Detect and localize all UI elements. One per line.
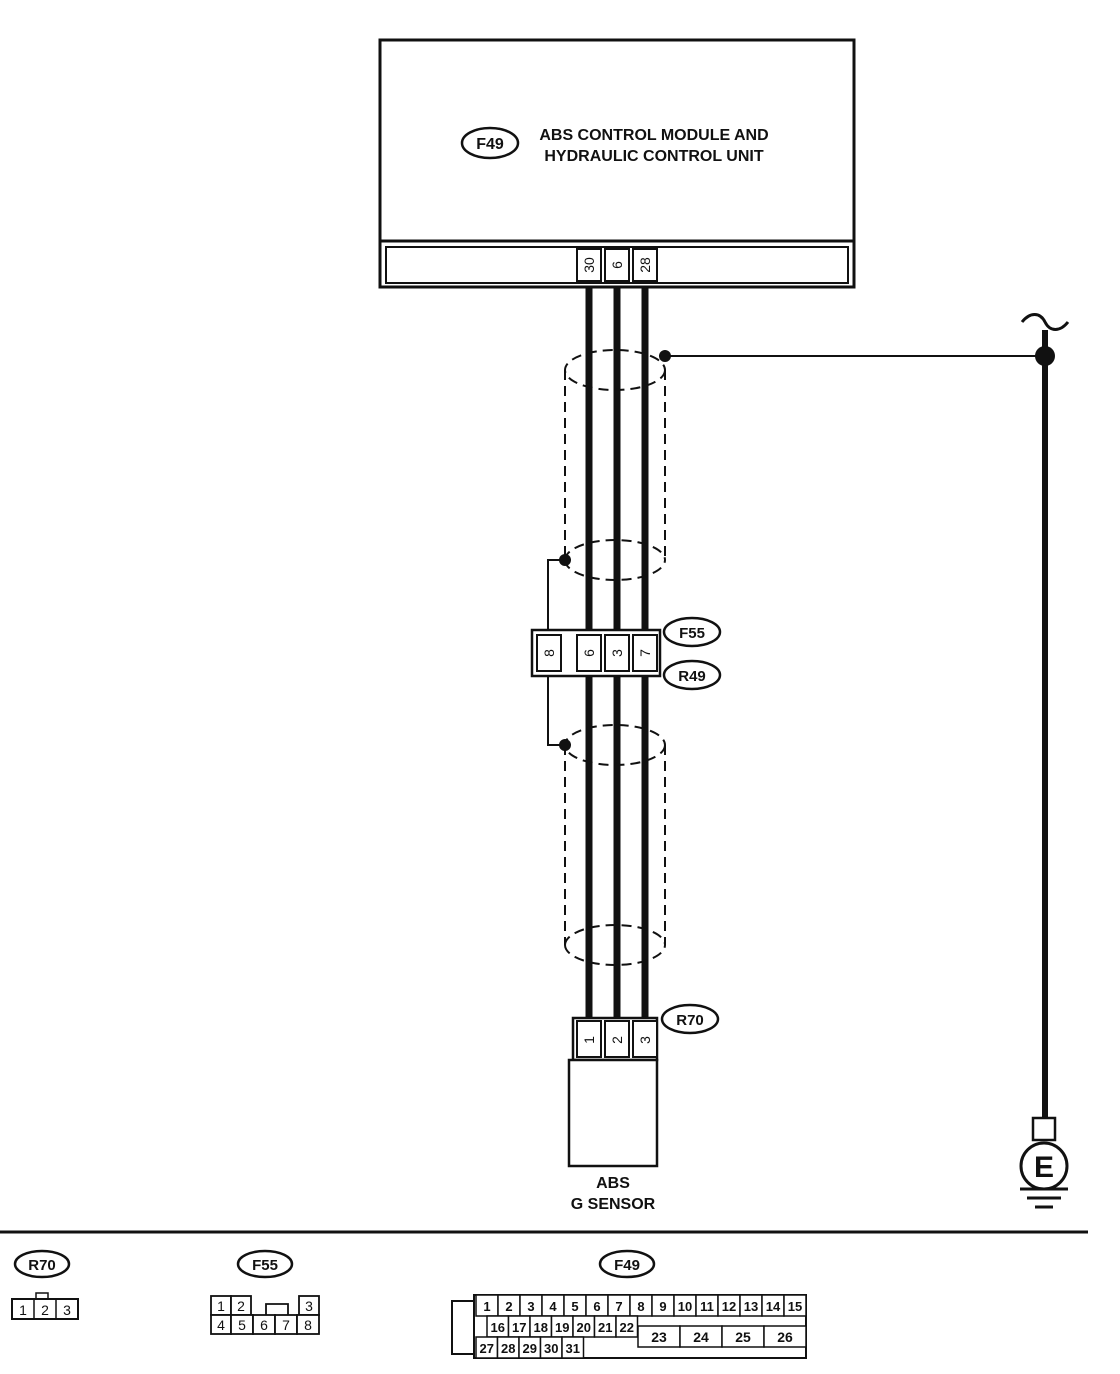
legend-f55-pin: 1	[217, 1298, 225, 1314]
legend-f49-pin: 1	[483, 1299, 490, 1314]
legend-f49-pin: 3	[527, 1299, 534, 1314]
r49-code: R49	[678, 668, 706, 685]
legend-f49-pin: 23	[651, 1329, 667, 1345]
shield-upper	[564, 349, 666, 581]
legend-f49-cell	[783, 1294, 807, 1317]
ground-label: E	[1034, 1151, 1054, 1184]
legend-f49-pin: 6	[593, 1299, 600, 1314]
legend-f49-pin: 7	[615, 1299, 622, 1314]
sensor-pin-2: 2	[609, 1036, 625, 1044]
legend-f49-cell	[561, 1336, 585, 1359]
module-code: F49	[476, 136, 504, 153]
legend-f49-pin: 11	[700, 1299, 714, 1314]
legend-r70: R70 1 2 3	[11, 1249, 79, 1320]
legend-f49-pin: 19	[555, 1320, 569, 1335]
legend-f49-pin: 10	[678, 1299, 692, 1314]
legend-f49-pin: 20	[577, 1320, 591, 1335]
legend-f49-pin: 31	[566, 1341, 580, 1356]
signal-wires	[585, 287, 649, 1018]
sensor-label-line2: G SENSOR	[571, 1196, 656, 1213]
legend-f49-pin: 24	[693, 1329, 709, 1345]
legend-f49-pin: 21	[598, 1320, 612, 1335]
legend-f49-pin: 14	[766, 1299, 781, 1314]
f55-code-badge: F55	[662, 616, 722, 648]
f55-pin-6: 6	[581, 649, 597, 657]
sensor-pin-1: 1	[581, 1036, 597, 1044]
sensor-label-line1: ABS	[596, 1175, 630, 1192]
legend-f49-pin: 15	[788, 1299, 802, 1314]
legend-f49-code: F49	[614, 1257, 640, 1274]
legend-f49-pin: 28	[501, 1341, 515, 1356]
legend-f49-pin: 18	[534, 1320, 548, 1335]
module-title-line1: ABS CONTROL MODULE AND	[539, 127, 768, 144]
legend-f55-pin: 3	[305, 1298, 313, 1314]
inline-connector: 8 6 3 7	[530, 628, 662, 678]
abs-g-sensor: 1 2 3 ABS G SENSOR	[567, 1016, 659, 1213]
legend-r70-code: R70	[28, 1257, 56, 1274]
ground-symbol: E	[1019, 1116, 1069, 1209]
legend-f49-pin: 13	[744, 1299, 758, 1314]
ground-wire-junction	[1035, 346, 1055, 366]
sensor-pin-3: 3	[637, 1036, 653, 1044]
legend-f49-pin: 29	[523, 1341, 537, 1356]
legend-f55-pin: 4	[217, 1317, 225, 1333]
legend-f49-pin: 4	[549, 1299, 557, 1314]
legend-f49-pin: 30	[544, 1341, 558, 1356]
legend-f55-code: F55	[252, 1257, 278, 1274]
legend-f49-pin: 26	[777, 1329, 793, 1345]
legend-f55: F55 1 2 3 4 5 6 7 8	[210, 1249, 320, 1335]
legend-r70-pin: 1	[19, 1302, 27, 1318]
legend-f49-pin: 27	[480, 1341, 494, 1356]
legend-f49-pin: 17	[512, 1320, 526, 1335]
shield-junction-lower-left	[559, 739, 571, 751]
f55-code: F55	[679, 625, 705, 642]
legend-f49-cell	[763, 1325, 807, 1348]
legend-f55-pin: 7	[282, 1317, 290, 1333]
legend-r70-pin: 2	[41, 1302, 49, 1318]
module-pin-6: 6	[609, 261, 625, 269]
f55-pin-8: 8	[541, 649, 557, 657]
legend-f49-pin: 2	[505, 1299, 512, 1314]
r49-code-badge: R49	[662, 659, 722, 691]
shield-ground-wire	[665, 313, 1070, 1118]
legend-f49-pin: 22	[620, 1320, 634, 1335]
abs-control-module: F49 ABS CONTROL MODULE AND HYDRAULIC CON…	[378, 38, 856, 289]
legend-f55-pin: 8	[304, 1317, 312, 1333]
legend-f49-pin: 9	[659, 1299, 666, 1314]
legend-f55-pin: 6	[260, 1317, 268, 1333]
f55-pin-7: 7	[637, 649, 653, 657]
shield-junction-upper-left	[559, 554, 571, 566]
legend-f49-pin: 25	[735, 1329, 751, 1345]
legend-f49-pin: 5	[571, 1299, 578, 1314]
r70-code-badge: R70	[660, 1003, 720, 1035]
f55-pin-3: 3	[609, 649, 625, 657]
legend-f55-pin: 5	[238, 1317, 246, 1333]
shield-junction-top	[659, 350, 671, 362]
legend-r70-pin: 3	[63, 1302, 71, 1318]
legend-f49-pin: 12	[722, 1299, 736, 1314]
module-pin-28: 28	[637, 257, 653, 273]
legend-f49-pin: 16	[491, 1320, 505, 1335]
r70-code: R70	[676, 1012, 704, 1029]
module-pin-30: 30	[581, 257, 597, 273]
legend-f49-pin: 8	[637, 1299, 644, 1314]
module-code-badge	[460, 126, 520, 160]
legend-f55-pin: 2	[237, 1298, 245, 1314]
module-title-line2: HYDRAULIC CONTROL UNIT	[544, 148, 763, 165]
